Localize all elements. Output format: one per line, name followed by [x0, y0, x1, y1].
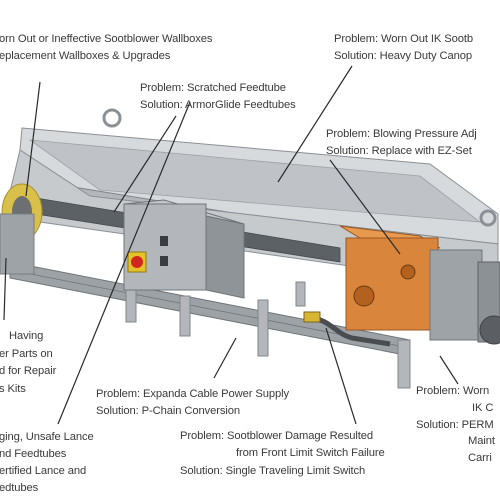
leader-line-wallbox: [25, 81, 41, 197]
callout-wallbox-solution: eplacement Wallboxes & Upgrades: [0, 50, 171, 63]
drive-flange: [479, 315, 500, 345]
callout-cable-problem: Problem: Expanda Cable Power Supply: [96, 388, 290, 400]
control-box-front: [123, 203, 207, 291]
callout-lance: ging, Unsafe Lance nd Feedtubes ertified…: [0, 429, 94, 497]
callout-carriage-line3: Solution: PERM: [416, 418, 494, 431]
callout-limit-switch: Problem: Sootblower Damage Resulted from…: [180, 428, 385, 480]
control-box-latch: [160, 256, 168, 266]
callout-carriage-line5: Carri: [468, 452, 492, 465]
callout-parts-line4: s Kits: [0, 383, 26, 396]
callout-feedtube-problem: Problem: Scratched Feedtube: [140, 82, 286, 94]
callout-parts-line2: er Parts on: [0, 347, 53, 360]
callout-feedtube-solution: Solution: ArmorGlide Feedtubes: [140, 99, 296, 112]
callout-parts: Having er Parts on d for Repair s Kits: [0, 328, 56, 399]
callout-pressure-problem: Problem: Blowing Pressure Adj: [326, 128, 477, 140]
support-leg: [257, 299, 269, 357]
callout-canopy-solution: Solution: Heavy Duty Canop: [334, 50, 472, 63]
callout-carriage-line1: Problem: Worn: [416, 385, 490, 397]
carriage-body: [345, 237, 439, 331]
callout-carriage-line4: Maint: [468, 435, 495, 448]
callout-feedtube: Problem: Scratched Feedtube Solution: Ar…: [140, 80, 296, 115]
callout-limit-switch-line2: from Front Limit Switch Failure: [236, 447, 385, 460]
callout-lance-line1: ging, Unsafe Lance: [0, 431, 94, 443]
leader-line-parts: [3, 257, 7, 321]
support-leg: [295, 281, 306, 307]
callout-wallbox-problem: orn Out or Ineffective Sootblower Wallbo…: [0, 33, 213, 45]
lifting-eye: [479, 209, 497, 227]
leader-line-feedtube: [113, 115, 177, 213]
callout-lance-line4: edtubes: [0, 482, 39, 495]
lifting-eye: [102, 108, 122, 128]
support-leg: [397, 339, 411, 389]
callout-canopy-problem: Problem: Worn Out IK Sootb: [334, 33, 473, 45]
callout-carriage: Problem: Worn IK C Solution: PERM Maint …: [416, 383, 495, 467]
leader-line-carriage: [439, 355, 459, 385]
leader-line-lance: [57, 101, 191, 425]
carriage-motor: [429, 249, 483, 341]
callout-limit-switch-line1: Problem: Sootblower Damage Resulted: [180, 430, 374, 442]
carriage-gear: [400, 264, 416, 280]
leader-line-limit-switch: [325, 327, 357, 425]
leader-line-canopy: [277, 65, 353, 183]
leader-line-pressure: [329, 159, 401, 255]
callout-canopy: Problem: Worn Out IK Sootb Solution: Hea…: [334, 31, 473, 66]
control-box-latch: [160, 236, 168, 246]
support-leg: [179, 295, 191, 337]
carriage-gear: [353, 285, 375, 307]
feedtube: [0, 213, 35, 275]
callout-cable: Problem: Expanda Cable Power Supply Solu…: [96, 386, 289, 421]
emergency-stop-button: [131, 256, 143, 268]
leader-line-cable: [213, 337, 237, 379]
limit-switch: [303, 311, 321, 323]
callout-carriage-line2: IK C: [472, 401, 494, 414]
callout-parts-line1: Having: [9, 330, 44, 342]
callout-pressure: Problem: Blowing Pressure Adj Solution: …: [326, 126, 477, 161]
callout-limit-switch-line3: Solution: Single Traveling Limit Switch: [180, 464, 366, 477]
callout-parts-line3: d for Repair: [0, 365, 57, 378]
callout-wallbox: orn Out or Ineffective Sootblower Wallbo…: [0, 31, 212, 66]
callout-lance-line2: nd Feedtubes: [0, 448, 67, 461]
callout-lance-line3: ertified Lance and: [0, 465, 87, 478]
control-box-side: [205, 215, 245, 299]
callout-pressure-solution: Solution: Replace with EZ-Set: [326, 145, 472, 158]
callout-cable-solution: Solution: P-Chain Conversion: [96, 405, 240, 418]
